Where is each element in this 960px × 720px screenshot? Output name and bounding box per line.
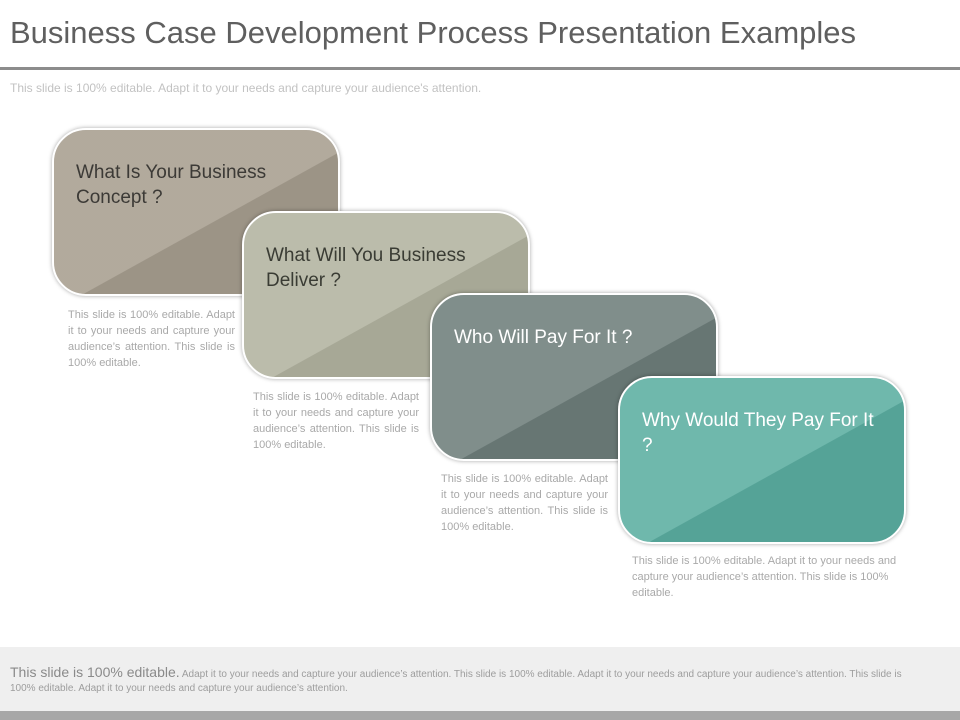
slide-subtitle: This slide is 100% editable. Adapt it to… (10, 81, 482, 95)
step-card-why-would-they-pay[interactable]: Why Would They Pay For It ? (618, 376, 906, 544)
step-description: This slide is 100% editable. Adapt it to… (253, 391, 419, 451)
step-description: This slide is 100% editable. Adapt it to… (441, 473, 608, 533)
footer-lead: This slide is 100% editable. (10, 664, 180, 680)
footer-body: Adapt it to your needs and capture your … (10, 669, 902, 694)
step-description: This slide is 100% editable. Adapt it to… (632, 555, 897, 599)
slide-title: Business Case Development Process Presen… (10, 15, 857, 50)
step-label: What Is Your Business Concept ? (76, 162, 267, 208)
step-label: Who Will Pay For It ? (454, 327, 633, 348)
step-description: This slide is 100% editable. Adapt it to… (68, 309, 235, 369)
footer-band: This slide is 100% editable. Adapt it to… (0, 647, 960, 711)
bottom-bar (0, 711, 960, 720)
step-label: What Will You Business Deliver ? (266, 245, 466, 291)
footer-text: This slide is 100% editable. Adapt it to… (10, 665, 910, 696)
title-divider (0, 67, 960, 70)
step-label: Why Would They Pay For It ? (642, 410, 874, 456)
card-gloss (620, 378, 904, 542)
